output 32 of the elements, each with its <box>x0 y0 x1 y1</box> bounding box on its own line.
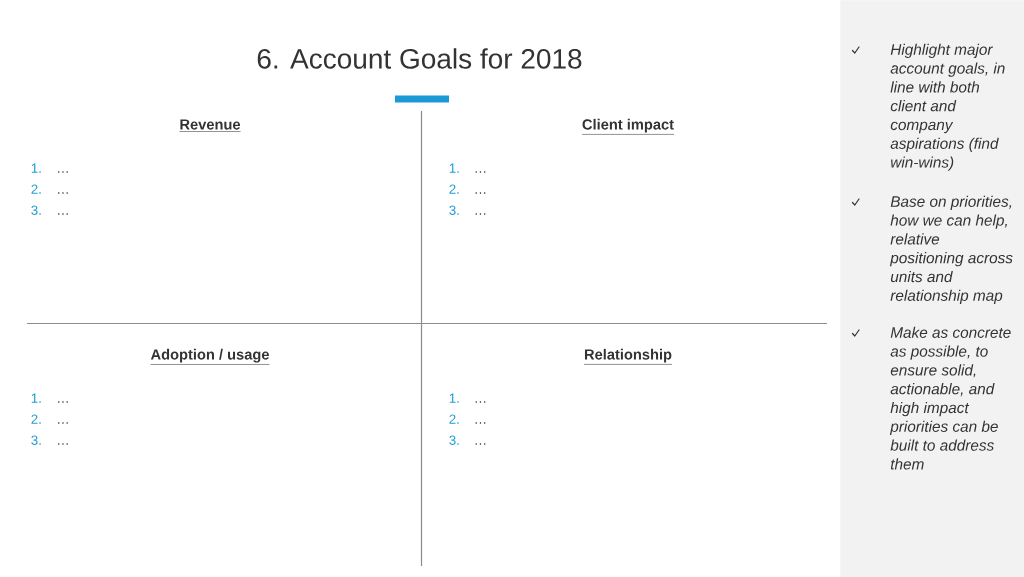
note-text: Base on priorities, how we can help, relative positioning across units and relationship map <box>889 195 1013 304</box>
list-number: 1. <box>449 163 459 173</box>
list-item-text: … <box>475 171 486 173</box>
note-text: Highlight major account goals, in line with both client and company aspirations (find win-wins) <box>890 43 1005 171</box>
list-number: 2. <box>31 414 41 424</box>
section-heading: Revenue <box>179 119 241 132</box>
list-item-text: … <box>58 422 68 424</box>
list-number: 1. <box>31 163 41 173</box>
section-heading: Relationship <box>583 348 673 365</box>
list-item-text: … <box>475 213 486 215</box>
list-item-text: … <box>475 192 486 194</box>
list-number: 3. <box>449 205 459 215</box>
list-number: 3. <box>31 205 41 215</box>
list-item-text: … <box>475 422 486 424</box>
list-number: 2. <box>449 414 459 424</box>
list-item-text: … <box>58 171 68 173</box>
list-number: 1. <box>449 393 459 403</box>
list-number: 2. <box>31 184 41 194</box>
list-item-text: … <box>58 213 68 215</box>
list-item-text: … <box>58 401 68 403</box>
list-item-text: … <box>58 192 68 194</box>
note-text: Make as concrete as possible, to ensure solid, actionable, and high impact priorities can be built to address them <box>889 326 1011 470</box>
list-number: 3. <box>449 435 459 445</box>
list-number: 2. <box>449 184 459 194</box>
section-heading: Client impact <box>581 118 675 135</box>
list-item-text: … <box>475 401 486 403</box>
section-heading: Adoption / usage <box>150 348 270 365</box>
list-item-text: … <box>475 443 486 445</box>
list-number: 1. <box>31 393 41 403</box>
list-number: 3. <box>31 435 41 445</box>
list-item-text: … <box>58 443 68 445</box>
title: 6. Account Goals for 2018 <box>257 48 582 69</box>
